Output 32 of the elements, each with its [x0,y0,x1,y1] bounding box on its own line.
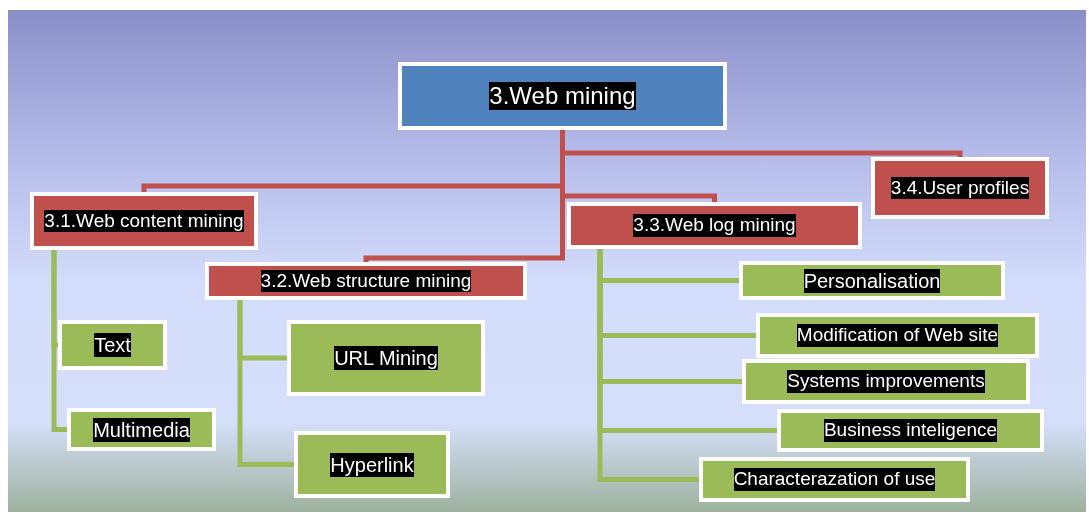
topic-box [739,261,1005,300]
topic-label: 3.Web mining [489,81,636,111]
topic-label: 3.3.Web log mining [633,214,796,237]
topic-label: Multimedia [93,417,190,442]
topic-box [777,409,1044,452]
topic-box [756,313,1039,358]
topic-label: Modification of Web site [796,324,999,347]
topic-label: Business inteligence [823,419,998,442]
topic-box [699,457,970,502]
topic-box [58,320,167,370]
topic-label: 3.4.User profiles [890,176,1030,200]
connector-line [363,130,565,262]
connector-line [237,300,294,467]
connector-line [51,250,67,432]
topic-box [294,431,450,498]
topic-label: Hyperlink [330,452,414,477]
topic-box [742,359,1030,404]
topic-box [287,320,485,396]
topic-box [398,62,727,130]
topic-label: Systems improvements [787,370,985,393]
topic-box [67,408,216,451]
topic-label: URL Mining [334,346,438,370]
topic-label: Personalisation [803,268,941,293]
topic-label: 3.1.Web content mining [44,209,244,233]
topic-box [30,192,258,250]
topic-label: 3.2.Web structure mining [260,269,472,293]
topic-label: Characterazation of use [733,468,936,491]
topic-label: Text [94,333,131,357]
topic-box [871,157,1049,219]
connector-line [597,249,699,482]
topic-box [567,202,862,249]
topic-box [205,262,527,300]
